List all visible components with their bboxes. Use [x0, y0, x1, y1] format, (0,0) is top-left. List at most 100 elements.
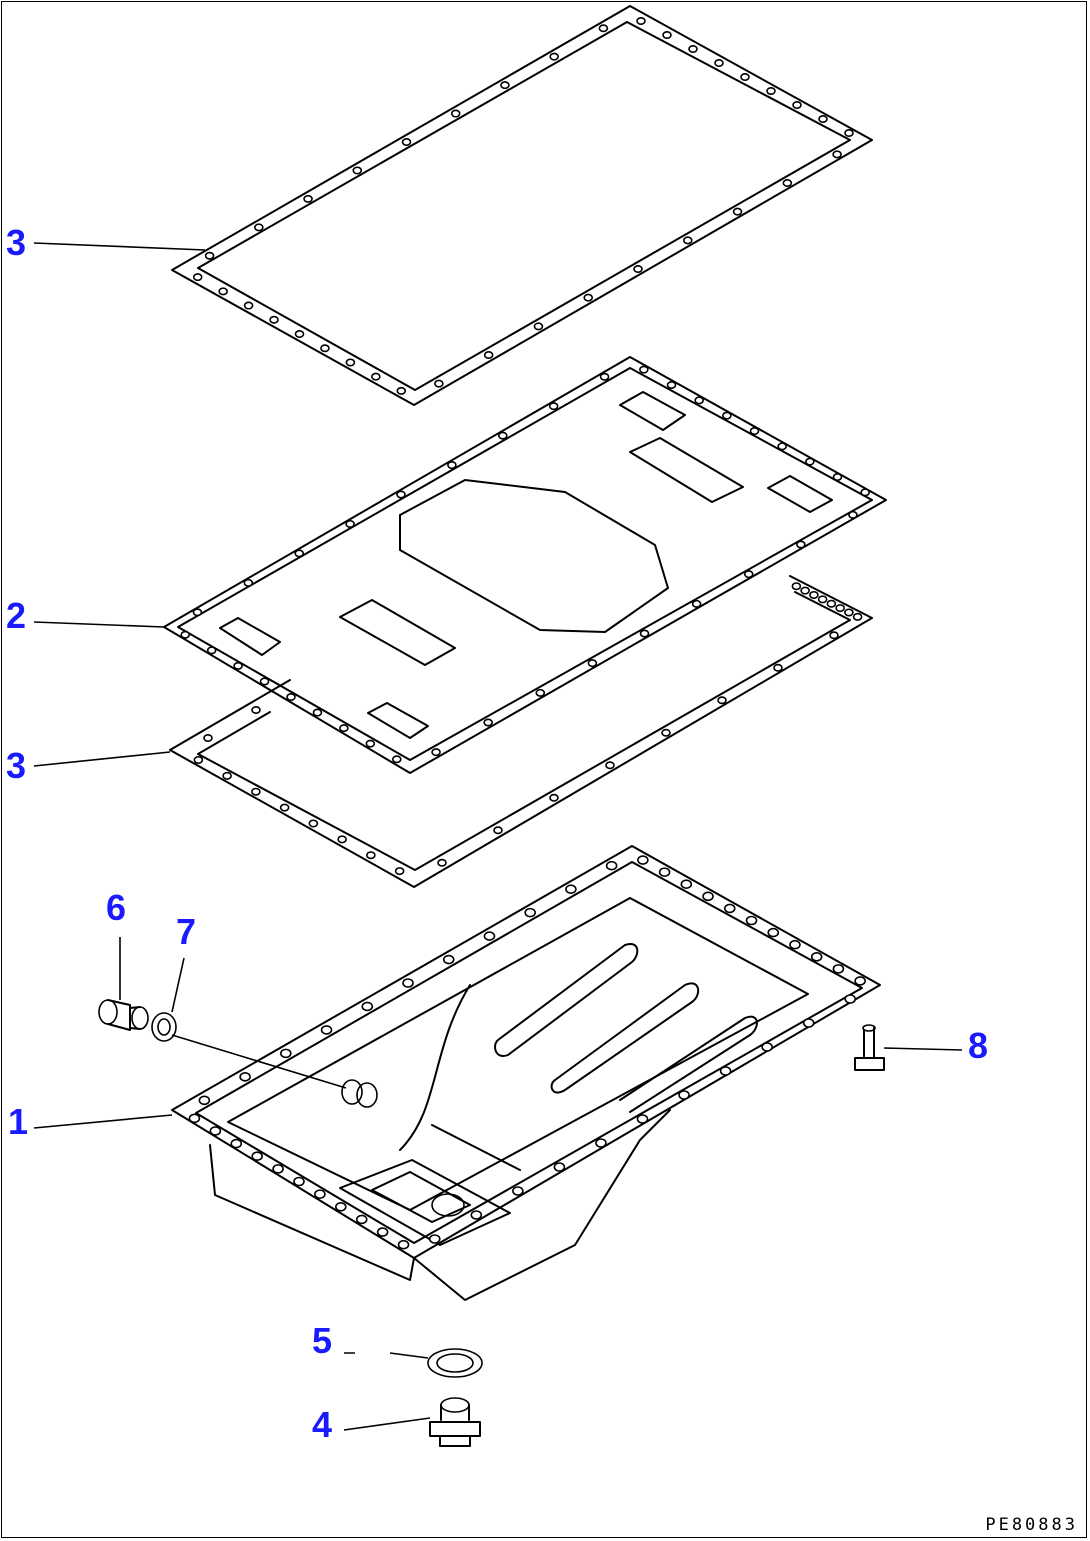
bolt-hole	[565, 884, 577, 894]
bolt-hole	[666, 380, 677, 389]
bolt-hole	[792, 101, 802, 110]
bolt-hole	[180, 630, 191, 639]
bolt-hole	[442, 954, 455, 965]
bolt-hole	[396, 490, 406, 499]
bolt-hole	[852, 612, 863, 621]
bolt-hole	[761, 1042, 773, 1052]
bolt-hole	[259, 677, 270, 686]
bolt-hole	[791, 582, 802, 591]
bolt-hole	[835, 604, 845, 613]
bolt-hole	[493, 826, 503, 835]
o-ring-installed	[341, 1079, 378, 1108]
bolt-hole	[844, 608, 854, 617]
bolt-hole	[230, 1138, 243, 1149]
bolt-hole	[722, 411, 732, 420]
bolt-hole	[605, 860, 618, 871]
bolt-hole	[598, 24, 609, 33]
bolt-hole	[279, 803, 290, 812]
bolt-hole	[810, 951, 823, 962]
bolt-hole	[251, 705, 261, 714]
bolt-hole	[549, 793, 559, 802]
bolt-hole	[678, 1090, 690, 1100]
bolt-hole	[209, 1126, 222, 1136]
bolt-hole	[497, 431, 508, 440]
bolt-hole	[337, 835, 347, 844]
bolt-hole	[773, 663, 783, 672]
bolt-hole	[361, 1001, 374, 1012]
bolt-hole	[192, 608, 203, 617]
bolt-hole	[719, 1066, 732, 1076]
bolt-hole	[767, 927, 780, 938]
bolt-hole	[203, 733, 213, 742]
callout-6-plug: 6	[106, 887, 127, 928]
bolt-hole	[391, 755, 402, 764]
bolt-hole	[239, 1072, 251, 1082]
gasket-lower-part	[169, 575, 873, 888]
bolt-hole	[272, 1164, 284, 1174]
bolt-hole	[533, 322, 544, 331]
callout-7-o-ring: 7	[176, 911, 197, 952]
bolt-hole	[280, 1048, 292, 1059]
bolt-hole	[218, 287, 228, 296]
bolt-hole	[345, 358, 356, 367]
bolt-hole	[860, 488, 870, 497]
bolt-hole	[723, 903, 736, 914]
bolt-hole	[483, 350, 494, 359]
bolt-hole	[434, 379, 444, 388]
callout-3-top-gasket: 3	[6, 222, 27, 263]
gasket-part-5	[427, 1348, 483, 1378]
bolt-hole	[599, 372, 610, 381]
bolt-hole	[809, 590, 819, 599]
bolt-hole	[470, 1210, 483, 1220]
bolt-hole	[732, 207, 743, 216]
bolt-hole	[193, 755, 204, 764]
bolt-hole	[658, 867, 671, 877]
leader-lines	[33, 242, 963, 1431]
bolt-hole	[832, 150, 842, 159]
bolt-hole	[844, 129, 854, 138]
plug-part-6	[98, 999, 149, 1031]
bolt-hole	[428, 1234, 441, 1244]
bolt-hole	[447, 461, 457, 470]
callout-2-separator-plate: 2	[6, 595, 27, 636]
bolt-hole	[251, 787, 261, 796]
separator-plate-part	[163, 356, 887, 774]
bolt-hole	[365, 739, 376, 748]
bolt-hole	[269, 315, 279, 324]
bolt-hole	[524, 907, 536, 918]
bolt-hole	[694, 396, 704, 405]
bolt-hole	[854, 976, 866, 986]
bolt-hole	[294, 549, 305, 558]
bolt-hole	[583, 293, 594, 302]
bolt-hole	[639, 629, 650, 638]
bolt-hole	[233, 661, 243, 670]
bolt-hole	[549, 52, 559, 61]
drain-plug-part-4	[429, 1397, 481, 1447]
bolt-hole	[402, 978, 414, 988]
bolt-hole	[796, 540, 806, 549]
bolt-hole	[394, 867, 405, 876]
bolt-hole	[308, 819, 319, 828]
bolt-hole	[688, 44, 698, 53]
bolt-hole	[437, 858, 447, 867]
bolt-hole	[636, 16, 646, 25]
bolt-hole	[743, 570, 754, 579]
bolt-hole	[633, 264, 643, 273]
bolt-hole	[662, 30, 672, 39]
callout-8-bolt: 8	[968, 1025, 989, 1066]
bolt-hole	[450, 109, 461, 118]
gasket-top-part	[171, 5, 873, 406]
bolt-hole	[254, 223, 264, 232]
bolt-hole	[717, 696, 727, 705]
bolt-hole	[639, 365, 649, 374]
bolt-hole	[637, 855, 649, 865]
callout-3-lower-gasket: 3	[6, 745, 27, 786]
bolt-hole	[636, 1114, 649, 1124]
bolt-hole	[587, 659, 598, 668]
bolt-hole	[355, 1214, 368, 1225]
bolt-hole	[352, 166, 363, 175]
bolt-hole	[312, 708, 323, 717]
bolt-hole	[789, 939, 801, 950]
bolt-hole	[749, 426, 760, 435]
